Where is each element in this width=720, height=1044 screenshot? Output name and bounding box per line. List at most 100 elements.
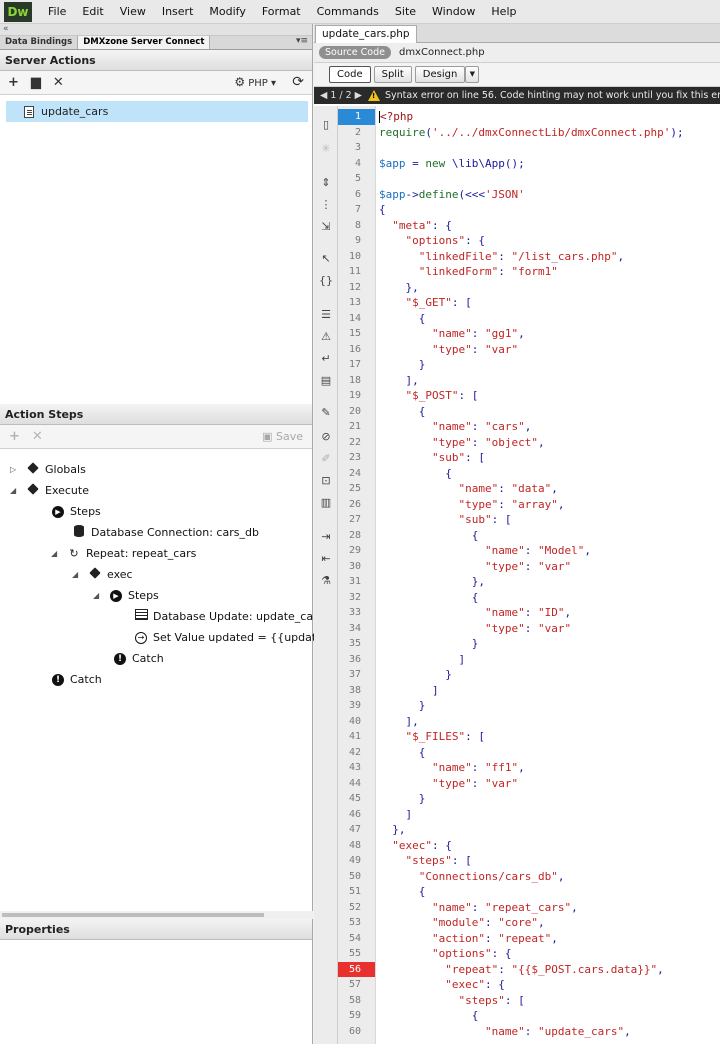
line-number[interactable]: 19 [348,390,361,401]
list-item-update-cars[interactable]: update_cars [6,101,308,122]
collapse-panel-icon[interactable]: « [0,24,312,36]
expand-all-icon[interactable]: ⋮ [320,198,332,211]
code-line[interactable]: "name": "ff1", [431,761,525,774]
code-line[interactable]: }, [379,575,485,588]
panel-options-menu-icon[interactable]: ▾≡ [295,36,308,46]
code-line[interactable]: { [379,528,479,542]
menu-window[interactable]: Window [432,4,476,18]
line-number[interactable]: 27 [348,514,361,525]
language-select[interactable]: ⚙PHP ▾ [234,75,276,89]
scrollbar-thumb[interactable] [2,913,264,917]
line-number[interactable]: 21 [348,421,361,432]
add-icon[interactable]: + [8,75,19,90]
tree-node-catch-inner[interactable]: ! Catch [97,648,164,668]
line-number[interactable]: 4 [354,157,361,169]
code-line[interactable]: "type": "var" [431,776,519,790]
line-number[interactable]: 17 [348,359,361,370]
code-line[interactable]: { [379,466,452,480]
code-line[interactable]: ], [379,373,419,387]
related-file-link[interactable]: dmxConnect.php [398,47,485,58]
line-number[interactable]: 14 [348,312,361,324]
code-line[interactable]: $app->define(<<<'JSON' [379,187,525,201]
highlight-invalid-code-icon[interactable]: ⚠ [321,330,331,343]
line-number[interactable]: 54 [348,932,361,944]
code-line[interactable]: "action": "repeat", [431,931,558,945]
line-number[interactable]: 53 [348,917,361,928]
line-number[interactable]: 59 [348,1010,361,1021]
code-line[interactable]: "name": "cars", [431,420,532,433]
wrap-tag-icon[interactable]: ✐ [321,452,331,465]
code-line[interactable]: "$_FILES": [ [405,730,485,743]
error-navigator[interactable]: ◀ 1 / 2 ▶ [320,90,362,101]
line-number[interactable]: 45 [348,793,361,804]
menu-commands[interactable]: Commands [316,4,379,18]
tab-data-bindings[interactable]: Data Bindings [0,36,79,49]
code-line[interactable]: "options": { [405,234,485,247]
line-number[interactable]: 26 [348,498,361,510]
line-number[interactable]: 49 [348,855,361,866]
code-line[interactable]: "Connections/cars_db", [418,869,565,883]
line-number[interactable]: 51 [348,886,361,897]
code-line[interactable]: ] [379,807,413,821]
code-line[interactable]: }, [379,823,406,836]
code-line[interactable]: { [379,1009,479,1022]
menu-view[interactable]: View [119,4,146,18]
code-line[interactable]: { [379,745,426,759]
code-line[interactable]: "sub": [ [431,451,485,464]
line-number[interactable]: 28 [348,529,361,541]
code-line[interactable]: } [379,358,426,371]
code-line[interactable]: } [379,792,426,805]
indent-code-icon[interactable]: ⇥ [321,530,331,543]
code-line[interactable]: } [379,699,426,712]
save-button[interactable]: ▣ Save [262,430,303,443]
code-line[interactable]: "meta": { [392,218,452,232]
code-line[interactable]: "steps": [ [405,854,472,867]
line-number[interactable]: 9 [354,235,361,246]
line-number[interactable]: 32 [348,591,361,603]
line-number[interactable]: 25 [348,483,361,494]
line-number[interactable]: 48 [348,839,361,851]
code-line[interactable]: "steps": [ [458,993,525,1007]
line-number[interactable]: 40 [348,715,361,727]
line-number[interactable]: 1 [338,109,375,125]
split-view-button[interactable]: Split [373,66,412,83]
remove-step-icon[interactable]: ✕ [31,429,43,444]
code-line[interactable]: { [379,590,479,604]
line-number[interactable]: 56 [338,961,375,977]
expand-icon[interactable]: ▷ [10,464,17,474]
code-line[interactable]: { [379,311,426,325]
tree-node-catch[interactable]: ! Catch [35,669,102,689]
code-line[interactable]: "linkedForm": "form1" [418,265,558,278]
line-number[interactable]: 7 [354,204,361,215]
tree-node-steps-inner[interactable]: ◢ ▶ Steps [93,585,159,605]
code-line[interactable]: "$_GET": [ [405,296,472,309]
code-line[interactable]: "type": "var" [484,621,572,635]
menu-edit[interactable]: Edit [82,4,104,18]
line-number[interactable]: 2 [354,126,361,138]
line-number[interactable]: 52 [348,901,361,913]
line-number[interactable]: 35 [348,638,361,649]
code-line[interactable]: { [379,203,386,216]
line-number[interactable]: 24 [348,467,361,479]
code-line[interactable]: ] [379,652,466,666]
design-view-button[interactable]: Design [414,66,466,83]
code-view-button[interactable]: Code [329,66,371,83]
code-line[interactable]: "linkedFile": "/list_cars.php", [418,249,625,263]
code-line[interactable]: "type": "object", [431,435,545,449]
line-number[interactable]: 16 [348,343,361,355]
line-number[interactable]: 55 [348,948,361,959]
line-number[interactable]: 22 [348,436,361,448]
tree-node-database-update[interactable]: Database Update: update_cars [118,606,323,626]
line-number[interactable]: 31 [348,576,361,587]
line-number[interactable]: 23 [348,452,361,463]
code-line[interactable]: "name": "ID", [484,606,572,619]
tree-node-steps[interactable]: ▶ Steps [35,501,101,521]
line-number[interactable]: 12 [348,281,361,293]
menu-site[interactable]: Site [394,4,417,18]
code-line[interactable]: <?php [379,110,414,123]
recent-snippets-icon[interactable]: ⊡ [321,474,331,487]
code-line[interactable]: "options": { [431,947,512,960]
code-line[interactable]: { [379,885,426,898]
view-dropdown-icon[interactable]: ▼ [465,66,480,83]
